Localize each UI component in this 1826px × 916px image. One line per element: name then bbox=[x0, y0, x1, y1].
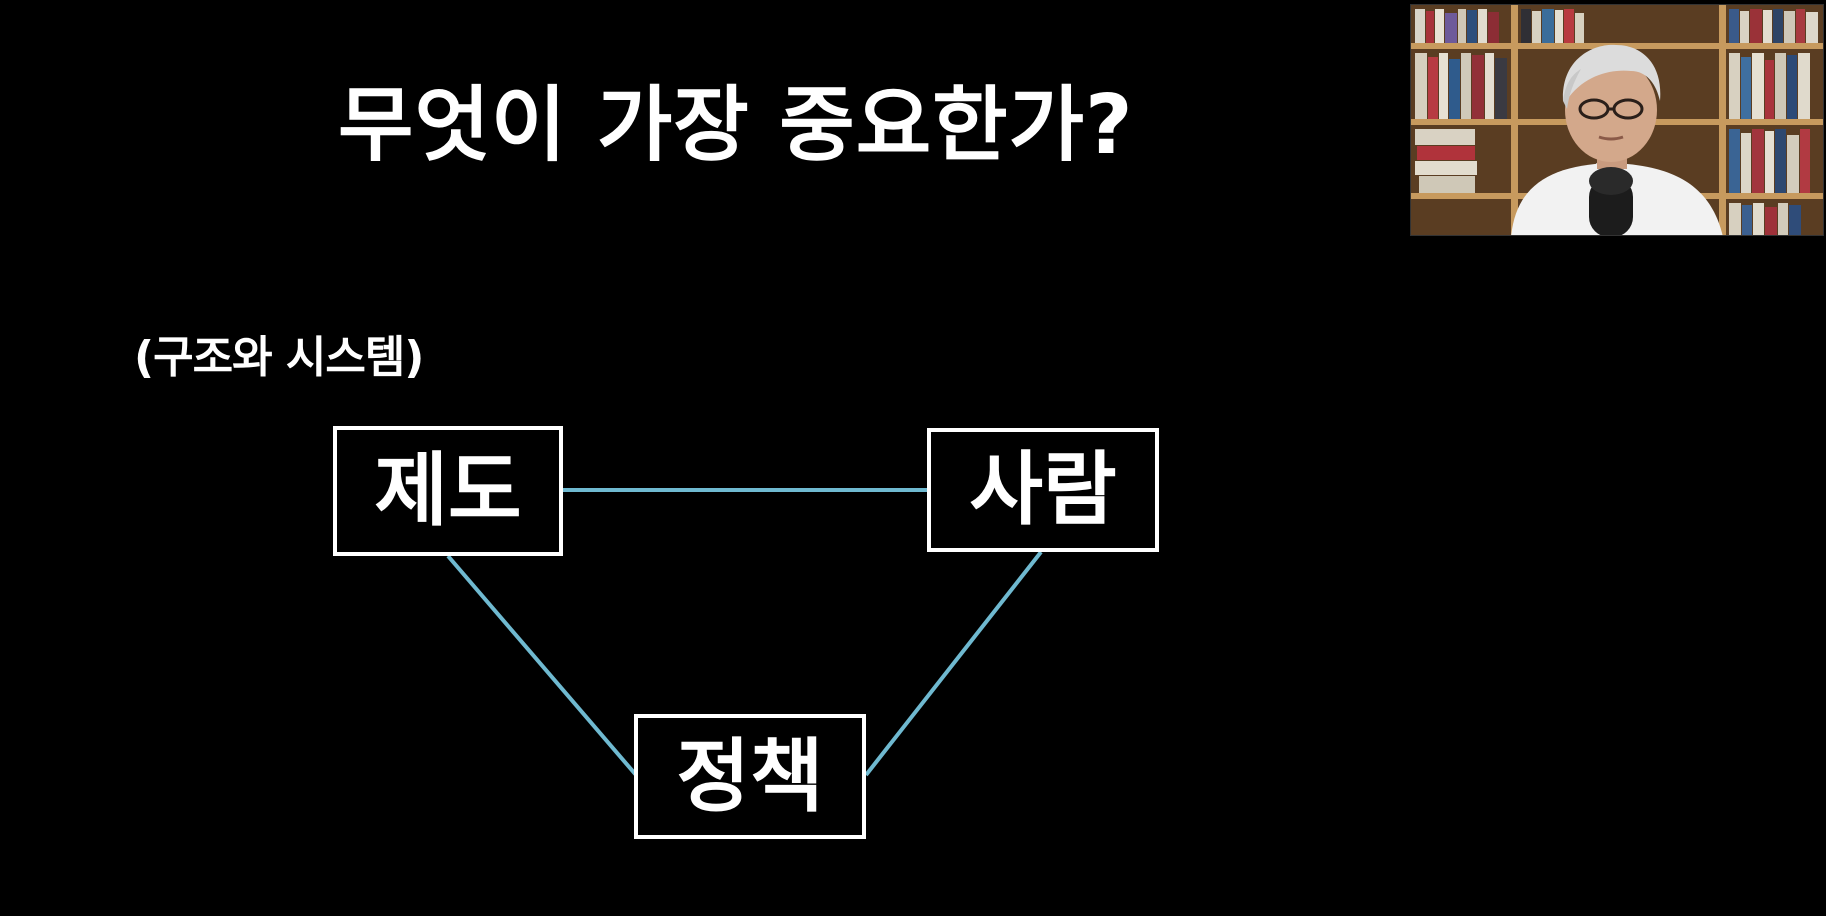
node-jedo-label: 제도 bbox=[374, 451, 521, 531]
node-jedo: 제도 bbox=[333, 426, 563, 556]
connector-jedo-jeongchaek bbox=[448, 556, 636, 775]
presenter-webcam bbox=[1410, 4, 1824, 236]
node-jeongchaek-label: 정책 bbox=[676, 737, 823, 817]
node-saram-label: 사람 bbox=[969, 450, 1116, 530]
connector-saram-jeongchaek bbox=[866, 552, 1041, 775]
node-saram: 사람 bbox=[927, 428, 1159, 552]
presenter-video-icon bbox=[1411, 5, 1824, 236]
node-jeongchaek: 정책 bbox=[634, 714, 866, 839]
